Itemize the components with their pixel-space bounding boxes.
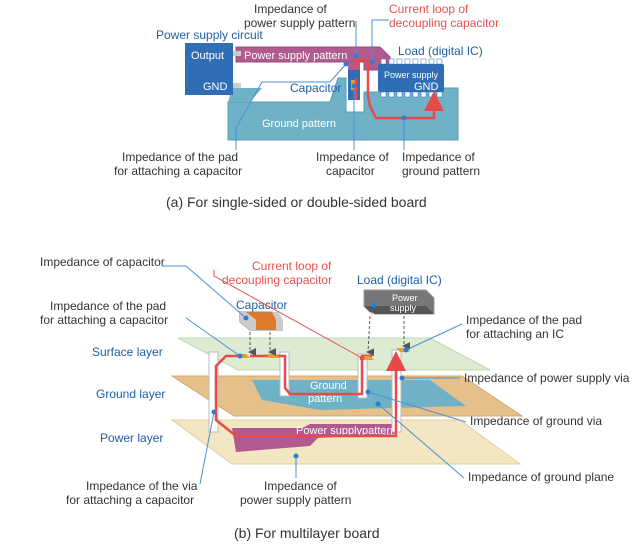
imp-ground-via-leader xyxy=(367,391,467,423)
power-pattern-shape xyxy=(235,46,391,71)
imp-power-pattern-label-2: power supply pattern xyxy=(244,16,355,30)
power-circuit-label: Power supply circuit xyxy=(156,28,263,42)
current-loop-label-2: decoupling capacitor xyxy=(389,16,499,30)
current-loop-top xyxy=(354,58,434,120)
imp-capacitor-b-dot xyxy=(243,315,249,321)
imp-ground-plane-label: Impedance of ground plane xyxy=(468,470,614,484)
ic-gnd-label-b: GND xyxy=(351,311,376,323)
imp-pad-dot xyxy=(343,61,349,67)
current-loop-b-dot xyxy=(359,355,365,361)
current-loop-dot xyxy=(369,59,375,65)
imp-capacitor-dot xyxy=(351,83,357,89)
ic-gnd-label: GND xyxy=(414,81,439,93)
ic-arrow-left xyxy=(366,315,375,357)
imp-pad-cap-b-label-1: Impedance of the pad xyxy=(50,299,166,313)
ic-power-label: Power supply xyxy=(384,70,439,80)
power-supply-pattern-shape xyxy=(232,424,396,452)
imp-via-cap-leader xyxy=(199,411,215,485)
via-cap-left xyxy=(208,351,219,433)
imp-ground-plane-leader xyxy=(377,403,465,479)
imp-pad-label-2: for attaching a capacitor xyxy=(114,164,242,178)
imp-ground-via-dot xyxy=(365,389,371,395)
single-sided-board: Ground pattern Power supply pattern Outp… xyxy=(114,2,499,210)
ground-layer-label: Ground layer xyxy=(96,387,165,401)
current-loop-label-1: Current loop of xyxy=(389,2,469,16)
imp-power-pattern-label-1: Impedance of xyxy=(254,2,327,16)
imp-pad-ic-label-2: for attaching an IC xyxy=(466,327,564,341)
imp-pad-ic-dot xyxy=(403,347,409,353)
current-loop-b-leader xyxy=(213,270,363,359)
ic-gnd-dot xyxy=(371,302,377,308)
imp-power-pattern-b-label-2: power supply pattern xyxy=(240,493,351,507)
imp-via-cap-dot xyxy=(211,409,217,415)
power-supply-pattern-label: Power supplypattern xyxy=(296,425,396,437)
imp-pad-ic-label-1: Impedance of the pad xyxy=(466,313,582,327)
imp-pad-cap-b-dot xyxy=(237,353,243,359)
capacitor-pad-top xyxy=(348,62,360,70)
current-loop-b-label-1: Current loop of xyxy=(252,259,332,273)
output-label: Output xyxy=(191,50,224,62)
imp-pad-cap-b-label-2: for attaching a capacitor xyxy=(40,313,168,327)
ic-power-label-b-2: supply xyxy=(390,303,417,313)
caption-a: (a) For single-sided or double-sided boa… xyxy=(166,194,427,210)
imp-power-via-dot xyxy=(399,375,405,381)
imp-ground-via-label: Impedance of ground via xyxy=(470,414,602,428)
imp-via-cap-label-1: Impedance of the via xyxy=(86,479,198,493)
imp-capacitor-b-leader xyxy=(162,265,247,319)
imp-ground-plane-dot xyxy=(375,401,381,407)
ic-power-label-b-1: Power xyxy=(392,293,418,303)
power-pattern-label: Power supply pattern xyxy=(244,50,347,62)
imp-power-pattern-dot xyxy=(353,53,359,59)
current-loop-leader xyxy=(371,19,389,62)
power-circuit-box xyxy=(185,43,233,95)
surface-layer-label: Surface layer xyxy=(92,345,163,359)
imp-power-pattern-b-dot xyxy=(293,453,299,459)
ground-connector xyxy=(228,88,262,102)
current-loop-b-label-2: decoupling capacitor xyxy=(222,273,332,287)
imp-capacitor-label-1: Impedance of xyxy=(316,150,389,164)
imp-ground-pattern-label-1: Impedance of xyxy=(402,150,475,164)
imp-pad-cap-b-leader xyxy=(185,317,241,357)
output-pin xyxy=(233,51,241,56)
imp-pad-label-1: Impedance of the pad xyxy=(122,150,238,164)
imp-via-cap-label-2: for attaching a capacitor xyxy=(66,493,194,507)
imp-power-via-label: Impedance of power supply via xyxy=(464,371,630,385)
gnd-pin xyxy=(233,83,241,88)
load-label: Load (digital IC) xyxy=(398,44,483,58)
ground-pattern-label: Ground pattern xyxy=(262,118,336,130)
multilayer-board: Power supplypattern Ground pattern C xyxy=(40,255,630,541)
capacitor-label: Capacitor xyxy=(290,81,341,95)
imp-ground-pattern-dot xyxy=(401,115,407,121)
imp-power-pattern-b-label-1: Impedance of xyxy=(264,479,337,493)
imp-pad-ic-leader xyxy=(405,323,463,351)
imp-ground-pattern-label-2: ground pattern xyxy=(402,164,480,178)
gnd-left-label: GND xyxy=(203,81,228,93)
power-layer-label: Power layer xyxy=(100,431,163,445)
caption-b: (b) For multilayer board xyxy=(234,525,380,541)
ground-plane-label-2: pattern xyxy=(308,393,342,405)
load-label-b: Load (digital IC) xyxy=(357,273,442,287)
imp-capacitor-b-label: Impedance of capacitor xyxy=(40,255,165,269)
ground-plane-label-1: Ground xyxy=(310,380,347,392)
capacitor-end-right xyxy=(272,312,282,330)
imp-capacitor-label-2: capacitor xyxy=(326,164,375,178)
ic-component-side xyxy=(364,306,434,314)
imp-pad-leader xyxy=(235,63,347,150)
capacitor-label-b: Capacitor xyxy=(236,298,287,312)
